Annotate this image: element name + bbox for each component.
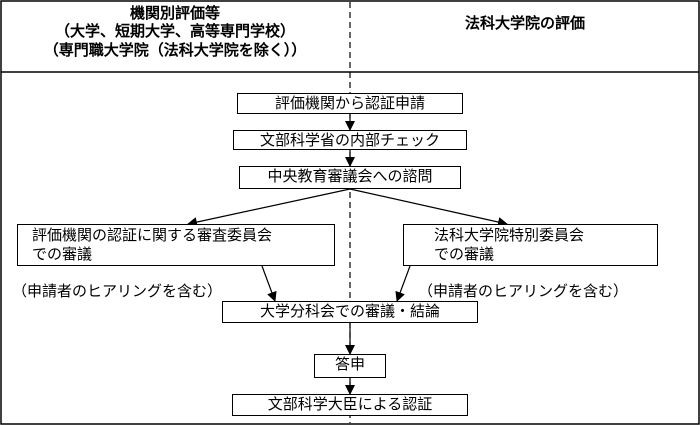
left-hearing-note: （申請者のヒアリングを含む） <box>12 282 223 300</box>
step-subcommittee-label: 大学分科会での審議・結論 <box>259 302 440 320</box>
left-header-subtitle-2: （専門職大学院（法科大学院を除く）） <box>43 41 307 59</box>
right-committee-line2: での審議 <box>434 244 495 263</box>
step-approval-box: 文部科学大臣による認証 <box>232 394 468 416</box>
right-committee-box: 法科大学院特別委員会 での審議 <box>403 224 658 266</box>
arrow-step3-to-left-committee <box>187 188 351 227</box>
step-internal-check-box: 文部科学省の内部チェック <box>233 130 467 150</box>
right-committee-line1: 法科大学院特別委員会 <box>434 226 585 244</box>
arrow-left-committee-to-step5 <box>261 265 277 302</box>
left-header-subtitle-1: （大学、短期大学、高等専門学校） <box>54 22 295 40</box>
step-subcommittee-box: 大学分科会での審議・結論 <box>222 301 478 323</box>
step-internal-check-label: 文部科学省の内部チェック <box>259 131 440 149</box>
arrow-right-committee-to-step5 <box>395 265 411 302</box>
left-committee-line2: での審議 <box>32 244 93 263</box>
right-hearing-note: （申請者のヒアリングを含む） <box>418 282 629 300</box>
step-report-box: 答申 <box>314 354 386 378</box>
step-report-label: 答申 <box>334 355 365 373</box>
left-committee-box: 評価機関の認証に関する審査委員会 での審議 <box>17 224 335 266</box>
arrow-step3-to-right-committee <box>349 188 508 227</box>
left-header-title: 機関別評価等 <box>129 4 220 22</box>
right-header-title: 法科大学院の評価 <box>464 14 585 32</box>
step-consultation-label: 中央教育審議会への諮問 <box>267 167 433 185</box>
step-consultation-box: 中央教育審議会への諮問 <box>239 166 461 189</box>
left-committee-line1: 評価機関の認証に関する審査委員会 <box>32 226 273 244</box>
step-application-box: 評価機関から認証申請 <box>237 93 463 114</box>
step-application-label: 評価機関から認証申請 <box>274 94 425 112</box>
step-approval-label: 文部科学大臣による認証 <box>267 395 433 413</box>
